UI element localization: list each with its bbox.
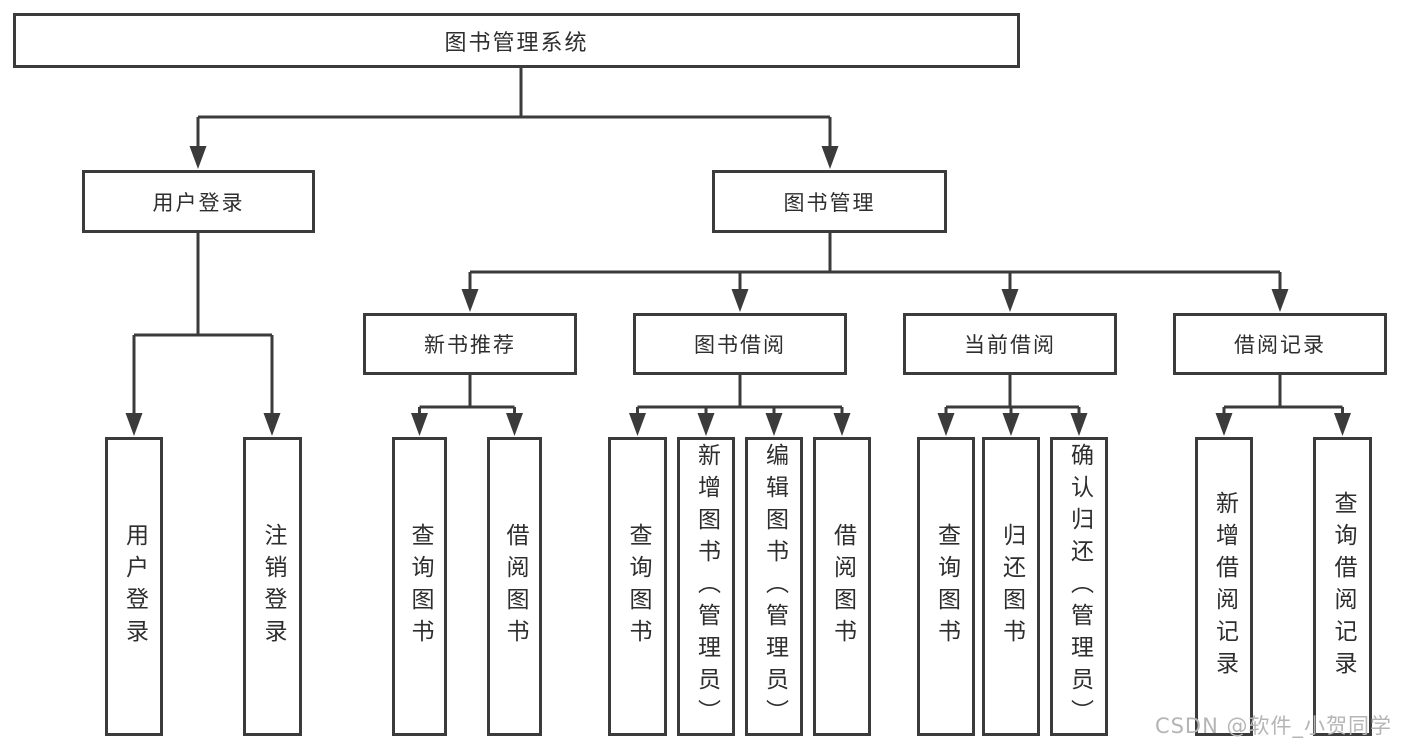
leaf-borrowing-add-books-admin: 新增图书（管理员） [677, 437, 735, 736]
node-book-borrowing: 图书借阅 [633, 313, 847, 375]
leaf-records-add-borrow-record: 新增借阅记录 [1195, 437, 1253, 736]
node-label: 新书推荐 [424, 333, 516, 357]
node-label: 归还图书 [998, 522, 1025, 651]
node-label: 用户登录 [152, 190, 245, 215]
node-new-book-recommendation: 新书推荐 [363, 313, 577, 375]
node-label: 确认归还（管理员） [1066, 442, 1093, 731]
node-book-management: 图书管理 [712, 170, 947, 233]
node-label: 借阅图书 [502, 522, 528, 651]
node-borrowing-records: 借阅记录 [1173, 313, 1387, 375]
node-label: 查询借阅记录 [1330, 490, 1356, 683]
node-label: 借阅图书 [829, 522, 856, 651]
node-label: 新增借阅记录 [1211, 490, 1238, 683]
leaf-borrowing-edit-books-admin: 编辑图书（管理员） [745, 437, 803, 736]
leaf-user-login: 用户登录 [105, 437, 163, 736]
node-label: 图书管理系统 [444, 30, 589, 56]
leaf-recommendation-query-books: 查询图书 [392, 437, 447, 736]
leaf-recommendation-borrow-books: 借阅图书 [487, 437, 542, 736]
node-label: 查询图书 [625, 522, 651, 651]
leaf-current-query-books: 查询图书 [917, 437, 975, 736]
node-current-borrowing: 当前借阅 [903, 313, 1117, 375]
leaf-borrowing-borrow-books: 借阅图书 [813, 437, 871, 736]
arrow-down-icons [125, 146, 1351, 436]
node-label: 查询图书 [933, 522, 960, 651]
connector-lines [132, 68, 1344, 414]
node-label: 查询图书 [407, 522, 433, 651]
leaf-borrowing-query-books: 查询图书 [608, 437, 667, 736]
node-label: 图书管理 [783, 190, 876, 215]
leaf-logout: 注销登录 [243, 437, 302, 736]
node-label: 图书借阅 [694, 333, 786, 357]
node-user-login: 用户登录 [82, 170, 315, 233]
node-label: 用户登录 [121, 522, 148, 651]
node-library-management-system: 图书管理系统 [13, 13, 1020, 68]
node-label: 新增图书（管理员） [693, 442, 720, 731]
node-label: 当前借阅 [964, 333, 1056, 357]
node-label: 编辑图书（管理员） [761, 442, 788, 731]
csdn-watermark: CSDN @软件_小贺同学 [1154, 714, 1392, 738]
leaf-current-confirm-return-admin: 确认归还（管理员） [1050, 437, 1108, 736]
leaf-records-query-borrow-record: 查询借阅记录 [1313, 437, 1372, 736]
leaf-current-return-books: 归还图书 [982, 437, 1040, 736]
node-label: 注销登录 [260, 522, 286, 651]
node-label: 借阅记录 [1234, 333, 1326, 357]
